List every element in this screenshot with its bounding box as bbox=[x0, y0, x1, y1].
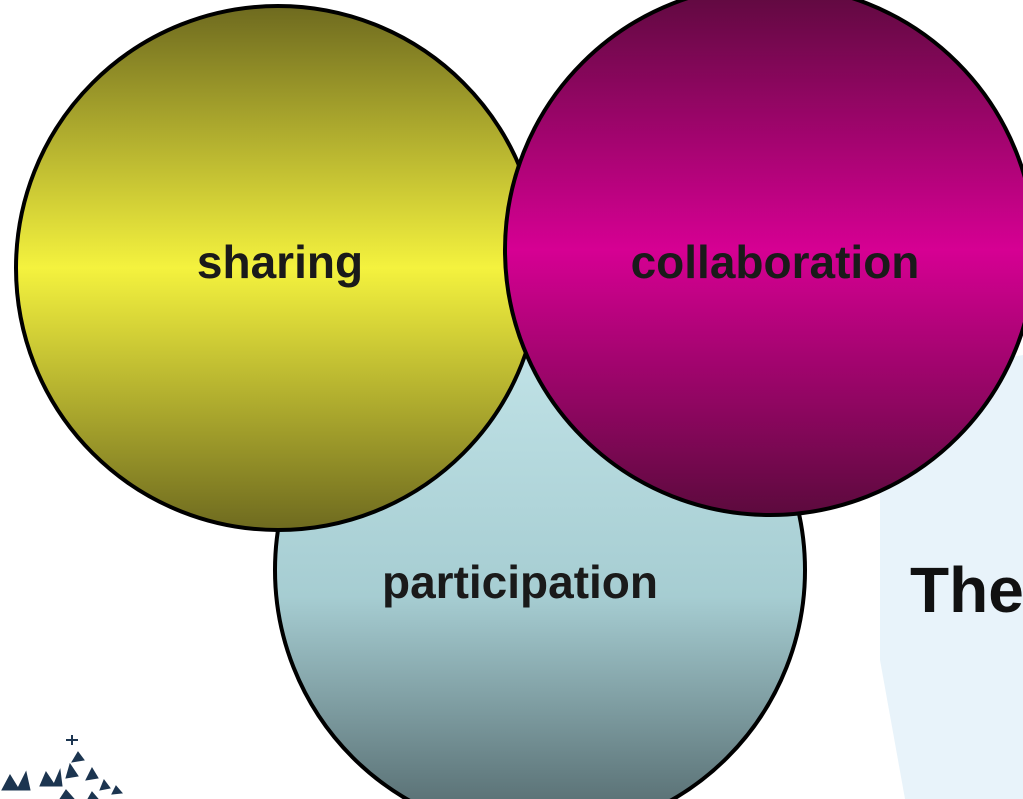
bird-flock-logo bbox=[1, 735, 124, 799]
background-heading: The bbox=[910, 554, 1023, 626]
sharing-label: sharing bbox=[197, 236, 363, 288]
sharing-circle: sharing bbox=[14, 4, 542, 532]
collaboration-circle: collaboration bbox=[503, 0, 1023, 517]
collaboration-label: collaboration bbox=[631, 236, 920, 288]
participation-label: participation bbox=[382, 556, 658, 608]
